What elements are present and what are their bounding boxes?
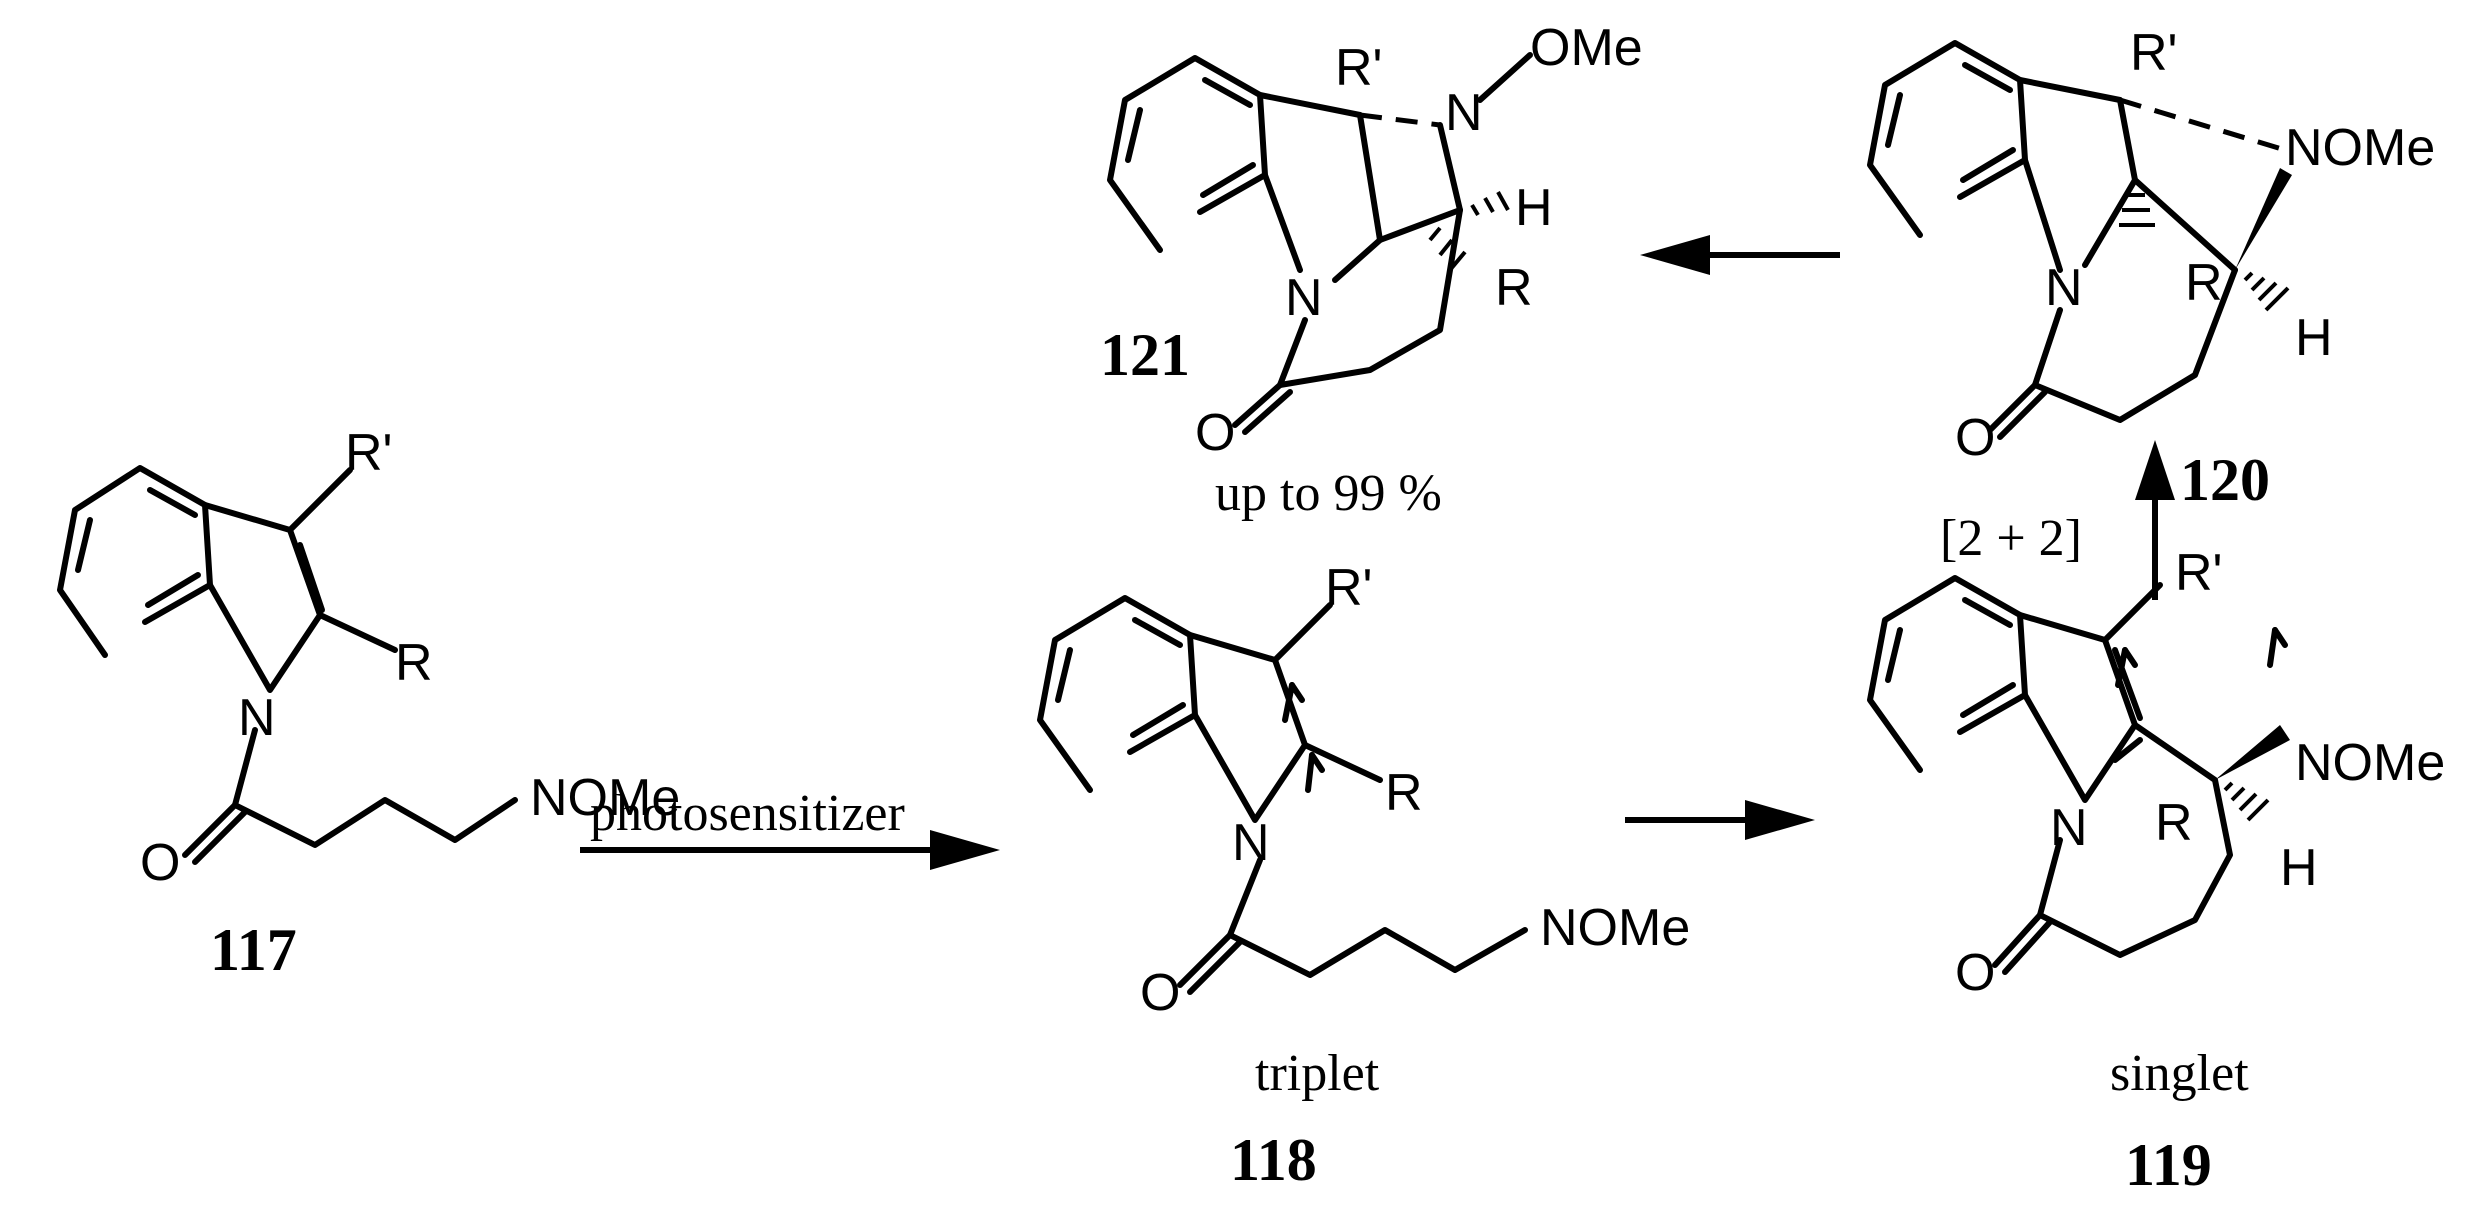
compound-number-120: 120 <box>2180 447 2270 513</box>
r-prime-label: R' <box>1335 39 1382 97</box>
yield-label: up to 99 % <box>1215 465 1442 522</box>
azetidine-nitrogen-label: N <box>1445 84 1483 142</box>
carbonyl-oxygen-label: O <box>140 834 180 892</box>
arrow-label-2plus2: [2 + 2] <box>1940 510 2082 567</box>
state-label-triplet: triplet <box>1255 1045 1380 1102</box>
oxime-label: NOMe <box>2285 119 2435 177</box>
r-prime-label: R' <box>345 424 392 482</box>
ring-nitrogen-label: N <box>2050 799 2088 857</box>
compound-120: R' R N O NOMe H 120 <box>1867 24 2435 513</box>
r-label: R <box>1385 764 1423 822</box>
r-label: R <box>1495 259 1533 317</box>
compound-number-117: 117 <box>210 917 297 983</box>
h-label: H <box>2295 309 2333 367</box>
arrow-120-to-121 <box>1640 235 1840 275</box>
carbonyl-oxygen-label: O <box>1195 404 1235 462</box>
h-label: H <box>1515 179 1553 237</box>
oxime-label: NOMe <box>530 769 680 827</box>
methoxy-label: OMe <box>1530 19 1643 77</box>
compound-119: R' R N O NOMe H singlet 119 <box>1867 544 2445 1198</box>
arrow-label-photosensitizer: photosensitizer <box>590 785 905 842</box>
r-label: R <box>2155 794 2193 852</box>
carbonyl-oxygen-label: O <box>1955 944 1995 1002</box>
ring-nitrogen-label: N <box>1285 269 1323 327</box>
arrow-photosensitizer: photosensitizer <box>580 785 1000 870</box>
compound-number-119: 119 <box>2125 1132 2212 1198</box>
carbonyl-oxygen-label: O <box>1140 964 1180 1022</box>
compound-117: R' R N O NOMe 117 <box>57 424 680 983</box>
compound-121: R' R N O N OMe H 121 up to 99 % <box>1100 19 1643 522</box>
carbonyl-oxygen-label: O <box>1955 409 1995 467</box>
r-label: R <box>2185 254 2223 312</box>
ring-nitrogen-label: N <box>1232 814 1270 872</box>
compound-number-118: 118 <box>1230 1127 1317 1193</box>
ring-nitrogen-label: N <box>2045 259 2083 317</box>
r-prime-label: R' <box>2175 544 2222 602</box>
r-prime-label: R' <box>1325 559 1372 617</box>
ring-nitrogen-label: N <box>238 689 276 747</box>
arrow-2plus2: [2 + 2] <box>1940 440 2175 600</box>
compound-number-121: 121 <box>1100 322 1190 388</box>
r-prime-label: R' <box>2130 24 2177 82</box>
oxime-label: NOMe <box>2295 734 2445 792</box>
h-label: H <box>2280 839 2318 897</box>
compound-118: R' R N O NOMe triplet 118 <box>1037 559 1690 1193</box>
oxime-label: NOMe <box>1540 899 1690 957</box>
state-label-singlet: singlet <box>2110 1045 2249 1102</box>
arrow-118-to-119 <box>1625 800 1815 840</box>
r-label: R <box>395 634 433 692</box>
